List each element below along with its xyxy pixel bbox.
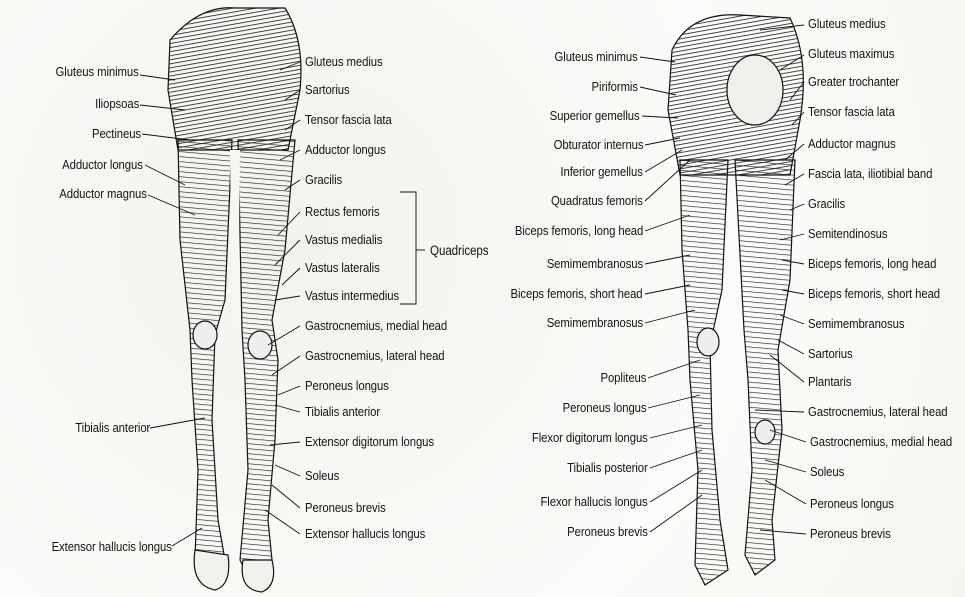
anterior-legs-drawing: [168, 8, 301, 592]
label-flexor-digitorum-longus: Flexor digitorum longus: [532, 430, 648, 445]
label-vastus-intermedius: Vastus intermedius: [305, 288, 399, 303]
label-inferior-gemellus: Inferior gemellus: [561, 164, 643, 179]
label-extensor-hallucis-longus-ant-left: Extensor hallucis longus: [52, 539, 172, 554]
label-adductor-magnus-post: Adductor magnus: [808, 136, 896, 151]
label-extensor-hallucis-longus-ant-right: Extensor hallucis longus: [305, 526, 425, 541]
label-biceps-femoris-long-head-post-left: Biceps femoris, long head: [515, 223, 643, 238]
label-pectineus: Pectineus: [92, 126, 141, 141]
label-vastus-medialis: Vastus medialis: [305, 232, 382, 247]
label-peroneus-longus-post-right: Peroneus longus: [810, 496, 894, 511]
label-popliteus: Popliteus: [600, 370, 646, 385]
label-piriformis: Piriformis: [592, 79, 638, 94]
label-peroneus-brevis-post-right: Peroneus brevis: [810, 526, 891, 541]
label-semimembranosus-post-left-2: Semimembranosus: [547, 315, 643, 330]
label-extensor-digitorum-longus: Extensor digitorum longus: [305, 434, 434, 449]
label-gluteus-maximus: Gluteus maximus: [808, 46, 894, 61]
label-peroneus-brevis-ant: Peroneus brevis: [305, 500, 386, 515]
label-gastrocnemius-lateral-post: Gastrocnemius, lateral head: [808, 404, 948, 419]
label-adductor-longus-ant-left: Adductor longus: [62, 157, 143, 172]
label-peroneus-longus-post-left: Peroneus longus: [562, 400, 646, 415]
label-semitendinosus: Semitendinosus: [808, 226, 887, 241]
label-obturator-internus: Obturator internus: [553, 137, 643, 152]
label-semimembranosus-post-right: Semimembranosus: [808, 316, 904, 331]
label-soleus-post: Soleus: [810, 464, 844, 479]
label-gluteus-minimus-post: Gluteus minimus: [555, 49, 638, 64]
label-iliopsoas: Iliopsoas: [95, 96, 139, 111]
posterior-legs-drawing: [668, 15, 803, 585]
label-adductor-magnus-ant: Adductor magnus: [59, 186, 147, 201]
label-tensor-fascia-lata-post: Tensor fascia lata: [808, 104, 895, 119]
label-quadratus-femoris: Quadratus femoris: [551, 193, 643, 208]
label-biceps-femoris-long-head-post-right: Biceps femoris, long head: [808, 256, 936, 271]
label-greater-trochanter: Greater trochanter: [808, 74, 899, 89]
label-gluteus-medius-ant: Gluteus medius: [305, 54, 383, 69]
label-vastus-lateralis: Vastus lateralis: [305, 260, 380, 275]
label-gracilis-post: Gracilis: [808, 196, 845, 211]
label-sartorius-post: Sartorius: [808, 346, 853, 361]
label-superior-gemellus: Superior gemellus: [550, 108, 640, 123]
label-quadriceps-group: Quadriceps: [430, 243, 489, 258]
label-gastrocnemius-medial-post: Gastrocnemius, medial head: [810, 434, 952, 449]
label-adductor-longus-ant-right: Adductor longus: [305, 142, 386, 157]
label-soleus-ant: Soleus: [305, 468, 339, 483]
label-tibialis-anterior-ant-right: Tibialis anterior: [305, 404, 380, 419]
label-tibialis-anterior-ant-left: Tibialis anterior: [75, 420, 150, 435]
label-peroneus-brevis-post-left: Peroneus brevis: [567, 524, 648, 539]
label-tensor-fascia-lata-ant: Tensor fascia lata: [305, 112, 392, 127]
label-gastrocnemius-lateral-ant: Gastrocnemius, lateral head: [305, 348, 445, 363]
label-gluteus-medius-post: Gluteus medius: [808, 16, 886, 31]
label-gracilis-ant: Gracilis: [305, 172, 342, 187]
label-peroneus-longus-ant: Peroneus longus: [305, 378, 389, 393]
label-sartorius-ant: Sartorius: [305, 82, 350, 97]
label-plantaris: Plantaris: [808, 374, 851, 389]
label-semimembranosus-post-left-1: Semimembranosus: [547, 256, 643, 271]
label-biceps-femoris-short-head-post-left: Biceps femoris, short head: [511, 286, 643, 301]
label-rectus-femoris: Rectus femoris: [305, 204, 379, 219]
label-flexor-hallucis-longus: Flexor hallucis longus: [541, 494, 648, 509]
label-fascia-lata-iliotibial-band: Fascia lata, iliotibial band: [808, 166, 932, 181]
label-biceps-femoris-short-head-post-right: Biceps femoris, short head: [808, 286, 940, 301]
label-gastrocnemius-medial-ant: Gastrocnemius, medial head: [305, 318, 447, 333]
label-tibialis-posterior: Tibialis posterior: [567, 460, 648, 475]
label-gluteus-minimus-ant: Gluteus minimus: [56, 64, 139, 79]
